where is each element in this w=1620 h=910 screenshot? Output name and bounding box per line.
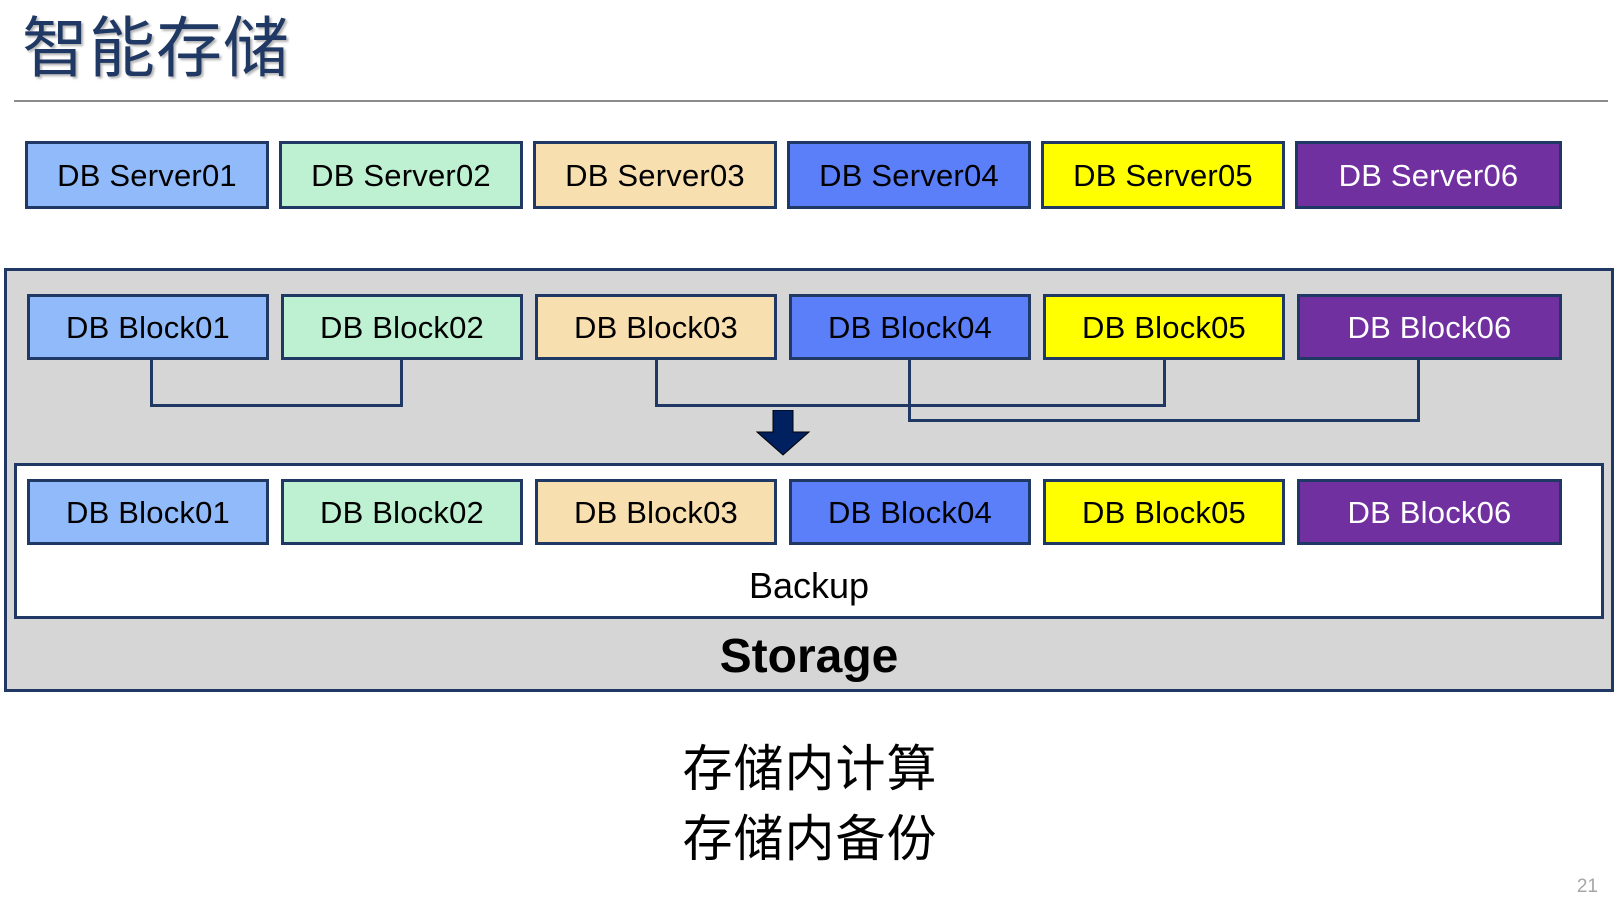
db-block-primary-label: DB Block04 <box>828 309 992 345</box>
db-block-backup-5[interactable]: DB Block05 <box>1043 479 1285 545</box>
db-block-primary-1[interactable]: DB Block01 <box>27 294 269 360</box>
title-divider <box>14 100 1608 102</box>
db-server-4[interactable]: DB Server04 <box>787 141 1031 209</box>
bracket-block01-block02-right-leg <box>400 360 403 404</box>
db-block-backup-label: DB Block02 <box>320 494 484 530</box>
db-block-primary-label: DB Block06 <box>1347 309 1512 345</box>
db-server-label: DB Server05 <box>1073 157 1253 193</box>
db-block-backup-label: DB Block05 <box>1082 494 1246 530</box>
bracket-block01-block02-left-leg <box>150 360 153 404</box>
db-server-label: DB Server01 <box>57 157 237 193</box>
db-block-primary-4[interactable]: DB Block04 <box>789 294 1031 360</box>
bracket-block01-block02-base <box>150 404 403 407</box>
bracket-block04-block06-right-leg <box>1417 360 1420 419</box>
caption-line-2: 存储内备份 <box>682 811 938 867</box>
db-server-1[interactable]: DB Server01 <box>25 141 269 209</box>
caption-line-1: 存储内计算 <box>682 741 938 797</box>
db-block-backup-label: DB Block03 <box>574 494 738 530</box>
db-server-label: DB Server06 <box>1338 157 1519 193</box>
db-server-6[interactable]: DB Server06 <box>1295 141 1562 209</box>
bracket-block04-block06-left-leg <box>908 360 911 419</box>
db-server-3[interactable]: DB Server03 <box>533 141 777 209</box>
down-arrow-icon <box>755 409 811 456</box>
db-block-backup-label: DB Block04 <box>828 494 992 530</box>
db-server-label: DB Server03 <box>565 157 745 193</box>
page-number: 21 <box>1576 876 1598 897</box>
db-server-label: DB Server04 <box>819 157 999 193</box>
page-title: 智能存储 <box>22 11 290 85</box>
db-block-backup-6[interactable]: DB Block06 <box>1297 479 1562 545</box>
storage-label: Storage <box>719 630 899 683</box>
db-block-backup-4[interactable]: DB Block04 <box>789 479 1031 545</box>
db-block-primary-label: DB Block03 <box>574 309 738 345</box>
bracket-block03-block05-right-leg <box>1163 360 1166 404</box>
bracket-block03-block05-left-leg <box>655 360 658 404</box>
db-server-2[interactable]: DB Server02 <box>279 141 523 209</box>
db-block-primary-2[interactable]: DB Block02 <box>281 294 523 360</box>
db-block-backup-1[interactable]: DB Block01 <box>27 479 269 545</box>
db-block-primary-6[interactable]: DB Block06 <box>1297 294 1562 360</box>
db-block-backup-3[interactable]: DB Block03 <box>535 479 777 545</box>
backup-label: Backup <box>748 565 870 606</box>
db-block-backup-label: DB Block06 <box>1347 494 1512 530</box>
db-block-primary-label: DB Block05 <box>1082 309 1246 345</box>
bracket-block04-block06-base <box>908 419 1420 422</box>
db-server-label: DB Server02 <box>311 157 491 193</box>
db-block-backup-2[interactable]: DB Block02 <box>281 479 523 545</box>
db-block-backup-label: DB Block01 <box>66 494 230 530</box>
db-block-primary-label: DB Block01 <box>66 309 230 345</box>
db-block-primary-label: DB Block02 <box>320 309 484 345</box>
db-block-primary-3[interactable]: DB Block03 <box>535 294 777 360</box>
db-server-5[interactable]: DB Server05 <box>1041 141 1285 209</box>
db-block-primary-5[interactable]: DB Block05 <box>1043 294 1285 360</box>
